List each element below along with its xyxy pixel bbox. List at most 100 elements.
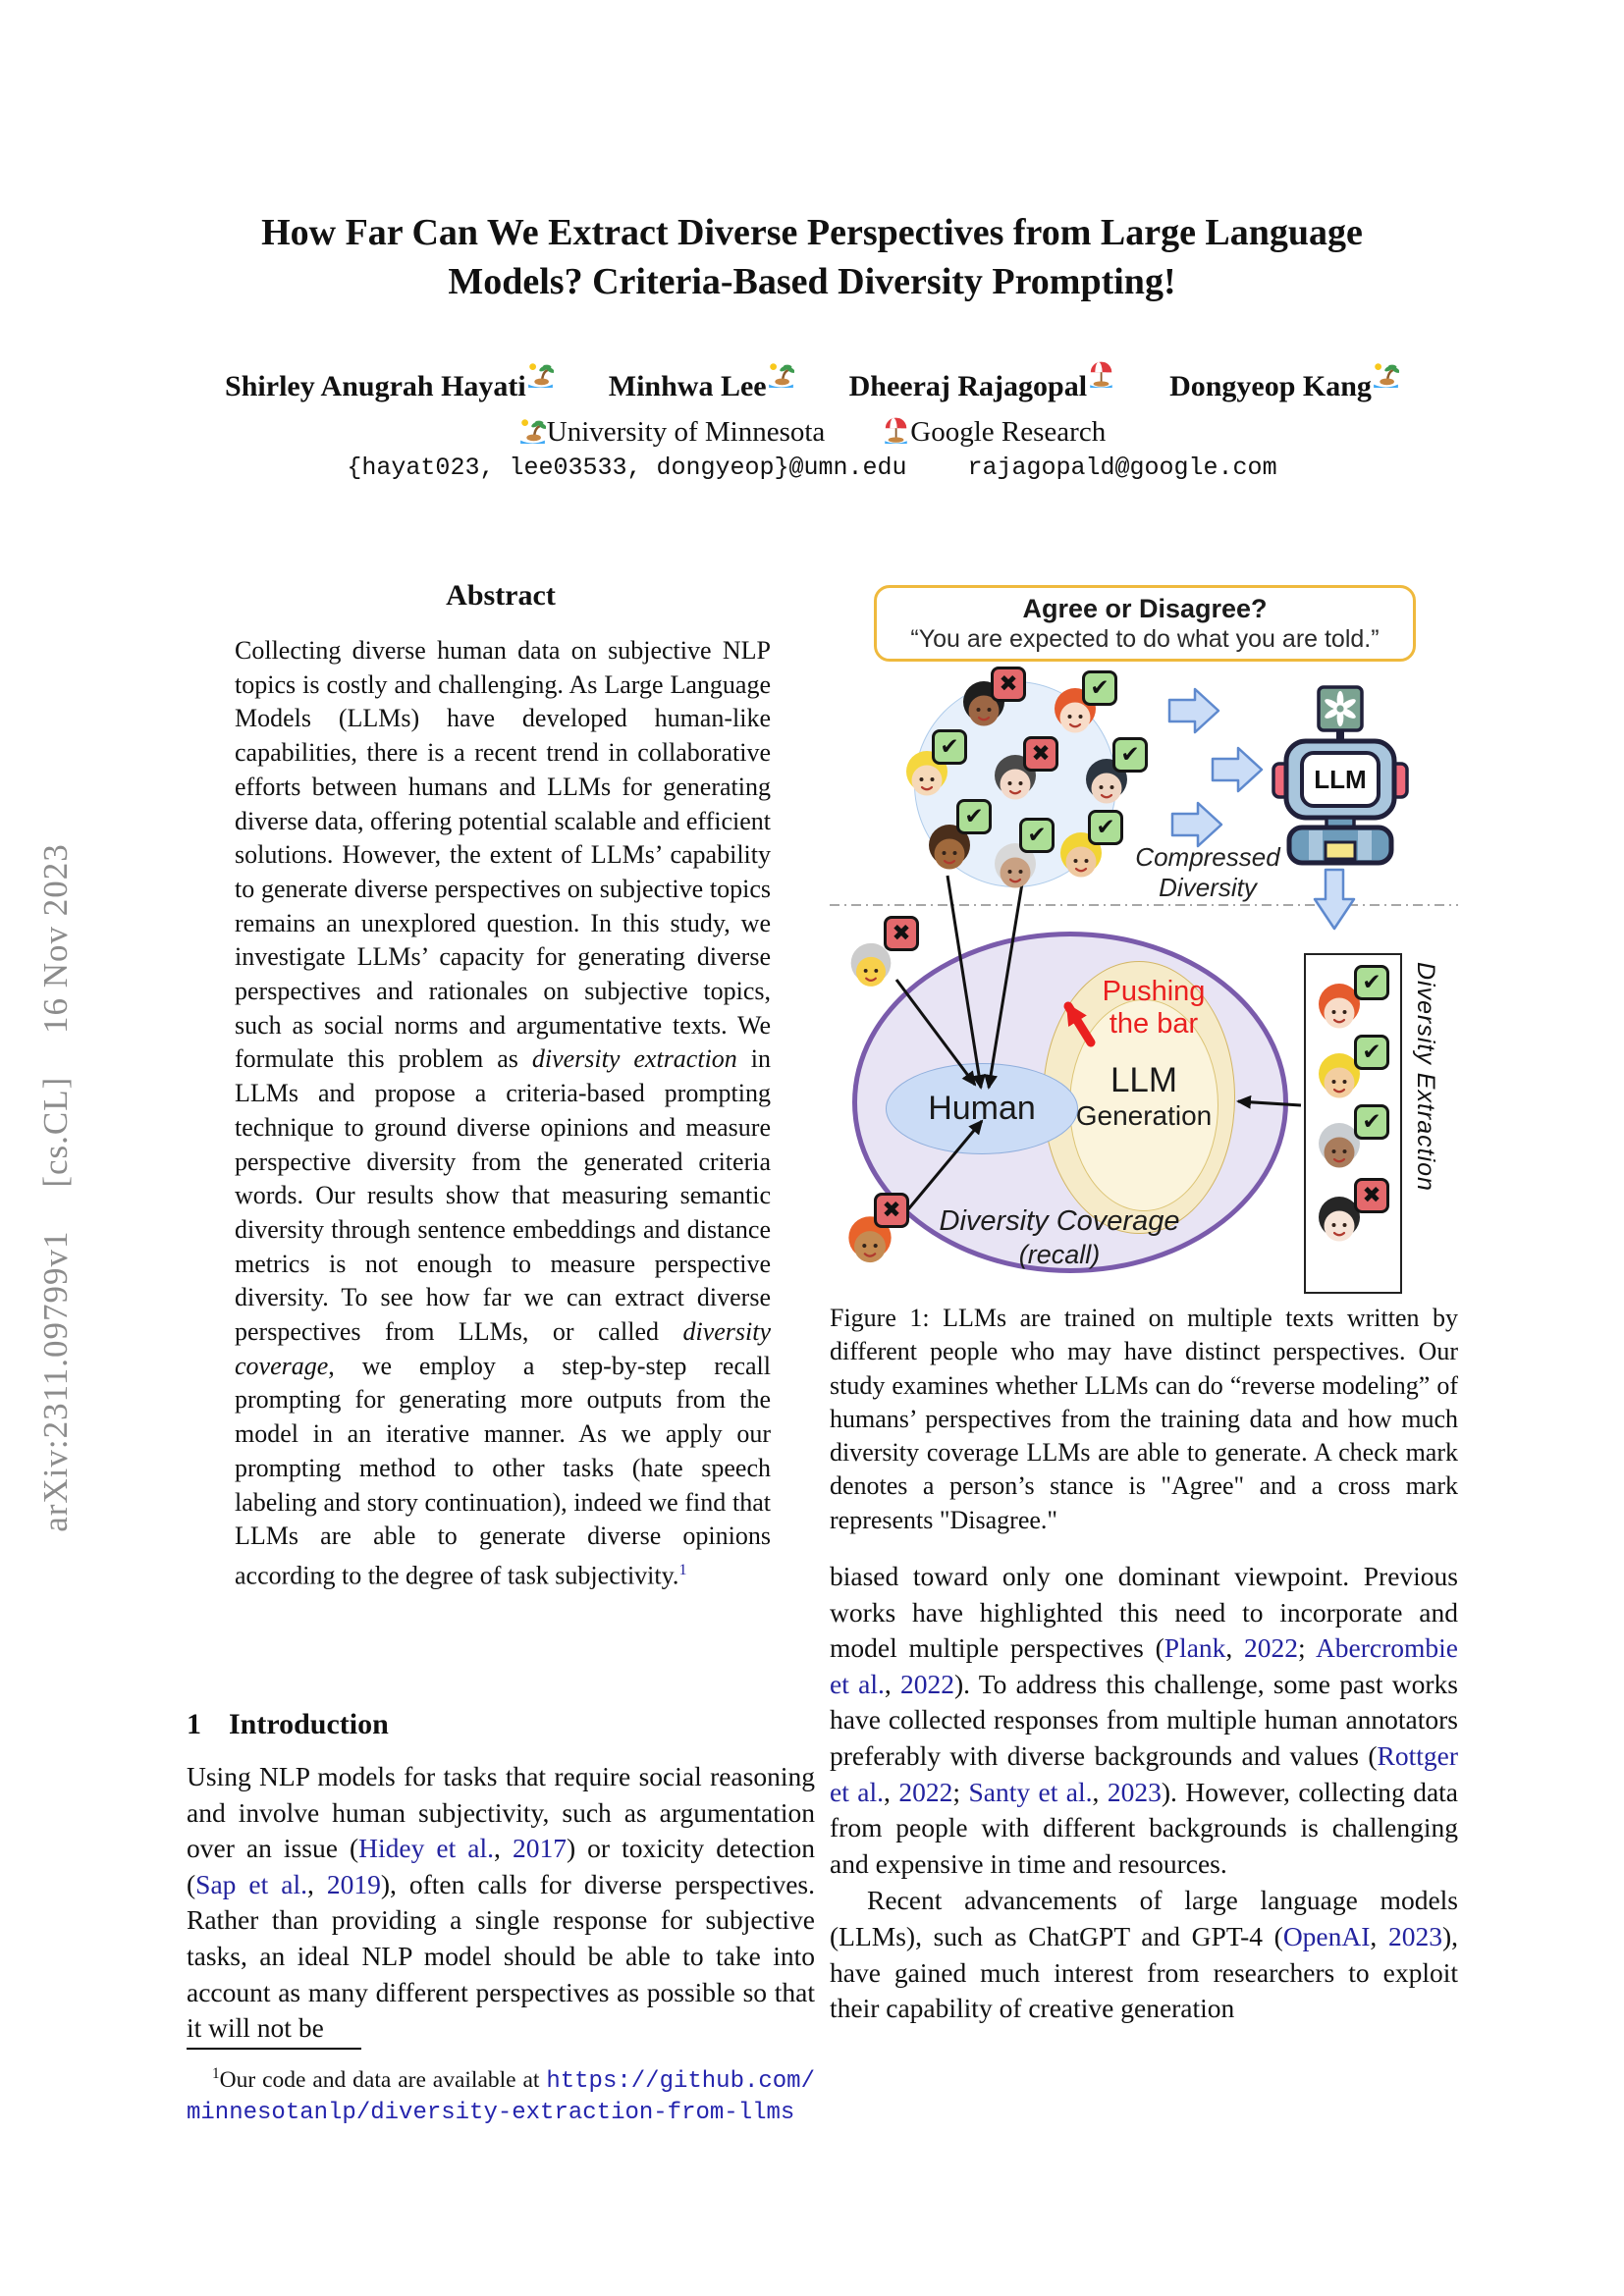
author-name: Dongyeop Kang [1169,370,1372,402]
email-umn: {hayat023, lee03533, dongyeop}@umn.edu [347,454,907,482]
agree-check-icon: ✔ [932,729,967,765]
citation-link[interactable]: 2019 [326,1868,381,1899]
text-segment: ). To address this challenge, some past … [830,1668,1458,1771]
author-minhwa-lee: Minhwa Lee [609,361,795,403]
text-segment: biased toward only one dominant viewpoin… [830,1561,1458,1664]
citation-link[interactable]: Rottger et al. [830,1739,1458,1807]
flow-arrow-right-2 [1211,746,1264,793]
figure-caption: Figure 1: LLMs are trained on multiple t… [830,1302,1458,1537]
agree-check-icon: ✔ [1088,810,1123,845]
page-title: How Far Can We Extract Diverse Perspecti… [261,212,1363,302]
human-label: Human [928,1090,1036,1127]
panel-person-black-hair [1308,1191,1371,1258]
arxiv-date: 16 Nov 2023 [36,843,75,1034]
text-segment: , [1225,1632,1245,1664]
paragraph-right-2: Recent advancements of large language mo… [830,1883,1458,2026]
island-icon [527,363,555,388]
face-graphic [906,751,947,796]
citation-link[interactable]: Hidey et al. [358,1833,495,1864]
author-name: Dheeraj Rajagopal [848,370,1088,402]
figure-prompt-box: Agree or Disagree? “You are expected to … [874,585,1416,662]
text-segment: in LLMs and propose a criteria-based pro… [235,1044,772,1347]
face-graphic [850,942,892,987]
text-segment: , [884,1776,899,1807]
intro-paragraph: Using NLP models for tasks that require … [187,1759,815,2047]
author-dongyeop-kang: Dongyeop Kang [1169,361,1400,403]
face-graphic [1319,1197,1360,1242]
agree-check-icon: ✔ [1112,737,1148,773]
agree-check-icon: ✔ [1354,965,1389,1000]
text-segment: , we employ a step-by-step recall prompt… [235,1351,771,1590]
authors-row: Shirley Anugrah Hayati Minhwa Lee Dheeraj … [0,361,1624,403]
author-name: Shirley Anugrah Hayati [225,370,526,402]
affiliation-university-of-minnesota: University of Minnesota [518,416,825,449]
face-graphic [1319,1053,1360,1098]
island-icon [519,419,547,444]
human-ellipse: Human [886,1063,1078,1154]
citation-link[interactable]: 2017 [512,1833,567,1864]
citation-link[interactable]: Sap et al. [195,1868,307,1899]
text-segment: ) or toxicity detection ( [187,1833,816,1899]
disagree-cross-icon: ✖ [884,916,919,951]
text-segment: diversity extraction [531,1044,737,1074]
prompt-quote: “You are expected to do what you are tol… [910,625,1380,653]
llm-robot: LLM [1272,685,1409,866]
island-icon [1373,361,1400,388]
introduction-heading: 1 Introduction [187,1708,389,1741]
text-segment: , [884,1668,900,1699]
arxiv-category: [cs.CL] [36,1076,75,1188]
citation-link[interactable]: OpenAI [1282,1920,1371,1951]
citation-link[interactable]: Plank [1164,1632,1226,1664]
url-link[interactable]: https://github.com/minnesotanlp/diversit… [187,2067,815,2126]
affiliation-google-research: Google Research [882,416,1106,449]
face-graphic [848,1216,892,1263]
citation-link[interactable]: 2022 [898,1776,953,1807]
text-segment: ), have gained much interest from resear… [830,1920,1458,2024]
text-segment: Collecting diverse human data on subject… [235,636,771,1074]
affiliations-row: University of Minnesota Google Research [0,416,1624,449]
disagree-cross-icon: ✖ [1023,736,1058,772]
panel-person-blond [1308,1047,1371,1115]
agree-check-icon: ✔ [1019,818,1055,853]
llm-generation-label-2: Generation [1075,1100,1213,1131]
citation-link[interactable]: 2022 [899,1668,954,1699]
text-segment: , [1370,1920,1388,1951]
emails-row: {hayat023, lee03533, dongyeop}@umn.edu r… [0,454,1624,482]
text-segment: , [306,1868,327,1899]
section-number: 1 [187,1708,201,1740]
agree-check-icon: ✔ [1354,1035,1389,1070]
text-segment: ; [952,1776,969,1807]
llm-generation-label-1: LLM [1110,1061,1178,1099]
flow-arrow-right-3 [1170,801,1223,848]
text-segment: , [494,1833,513,1864]
robot-llm-label: LLM [1314,765,1366,794]
person-grey-older-woman [984,837,1047,905]
citation-link[interactable]: 2022 [1244,1632,1299,1664]
section-title: Introduction [229,1708,389,1740]
flow-arrow-right-1 [1167,687,1220,734]
island-icon [1374,363,1400,388]
text-segment: 1 [678,1561,687,1578]
paragraph-right-1: biased toward only one dominant viewpoin… [830,1559,1458,1882]
island-icon [527,361,555,388]
text-segment: , [1092,1776,1108,1807]
beach-umbrella-icon [1088,361,1114,388]
diversity-coverage-label: Diversity Coverage (recall) [939,1205,1180,1269]
citation-link[interactable]: Abercrombie et al. [830,1632,1459,1699]
citation-link[interactable]: Santy et al. [968,1776,1093,1807]
person-blond-man-left [895,745,958,813]
face-graphic [995,843,1036,888]
beach-umbrella-icon [885,417,908,444]
email-google: rajagopald@google.com [967,454,1277,482]
disagree-cross-icon: ✖ [874,1193,909,1228]
prompt-title: Agree or Disagree? [1022,594,1268,623]
citation-link[interactable]: 2023 [1107,1776,1162,1807]
text-segment: ), often calls for diverse perspectives.… [187,1868,816,2044]
flow-arrow-down [1313,868,1356,931]
text-segment: Our code and data are available at [219,2066,547,2093]
citation-link[interactable]: 2023 [1387,1920,1442,1951]
person-redhair-man-outside [838,1210,902,1280]
diversity-extraction-label: Diversity Extraction [1412,962,1439,1192]
text-segment: Using NLP models for tasks that require … [187,1761,815,1864]
figure-caption-label: Figure 1: [830,1304,930,1332]
